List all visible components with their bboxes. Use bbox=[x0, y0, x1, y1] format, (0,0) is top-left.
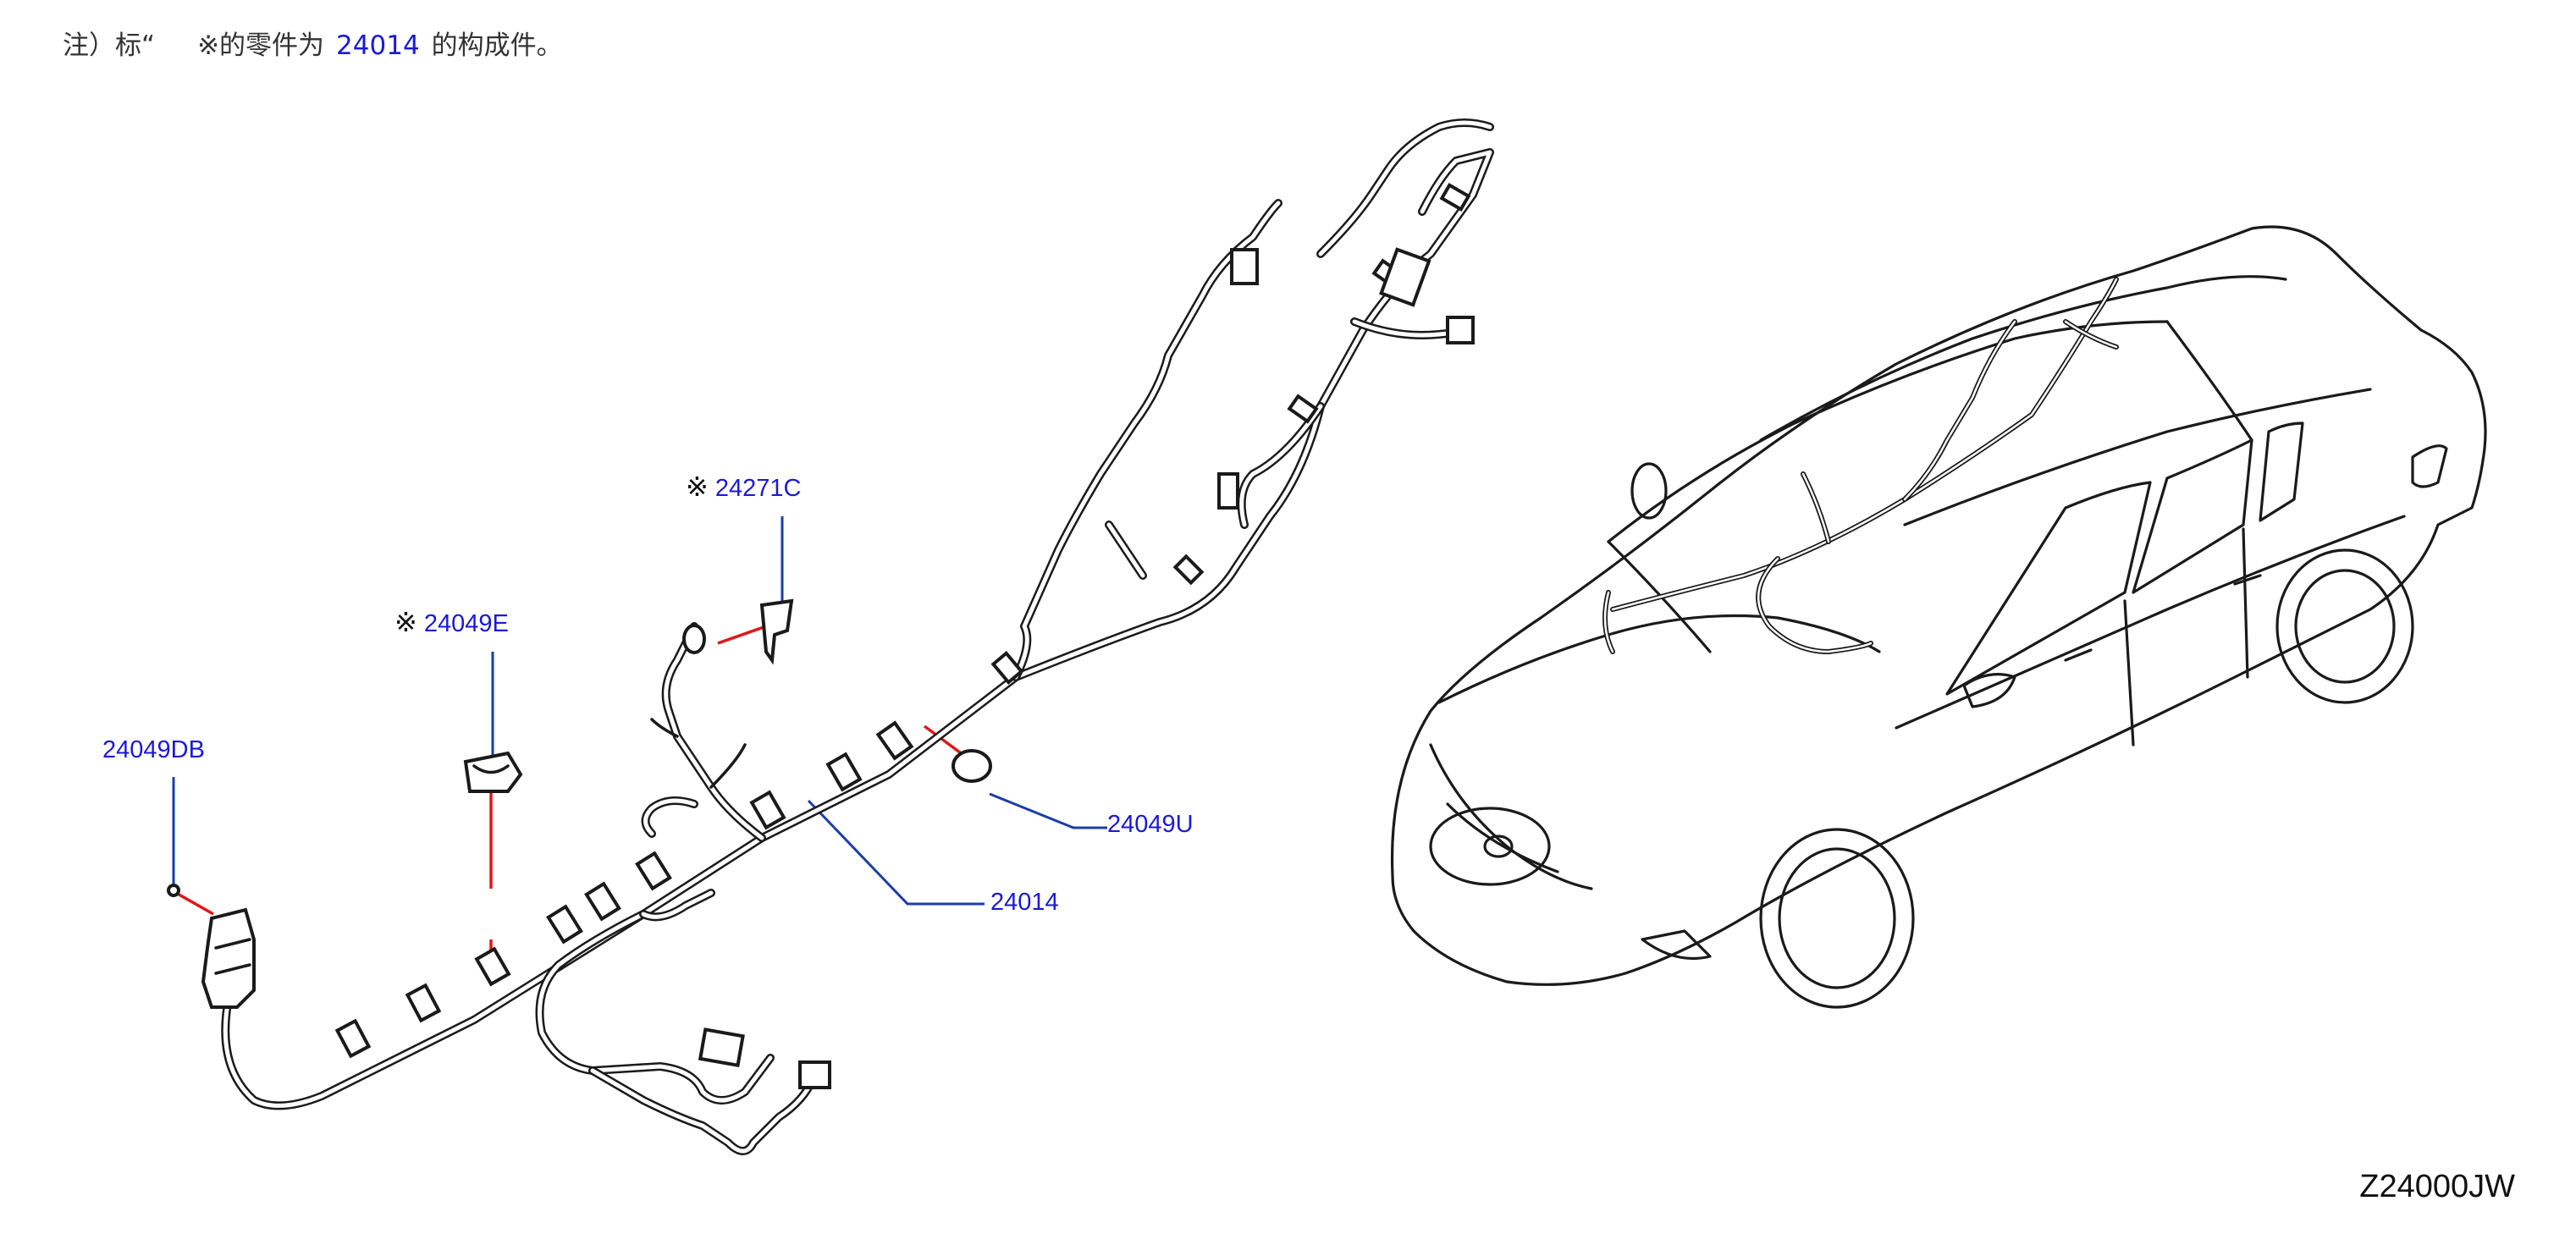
callout-24271C-star: ※ bbox=[686, 471, 709, 502]
car-harness bbox=[1602, 277, 2119, 654]
callout-24049U[interactable]: 24049U bbox=[1107, 811, 1194, 839]
callout-24014-label: 24014 bbox=[990, 889, 1059, 916]
footnote-part-number[interactable]: 24014 bbox=[336, 30, 420, 61]
footnote-prefix: 注）标“ bbox=[63, 30, 156, 61]
leader-lines bbox=[172, 516, 1107, 952]
callout-24049E-label: 24049E bbox=[423, 610, 509, 637]
leader-24049U bbox=[989, 792, 1107, 829]
callout-24049DB-label: 24049DB bbox=[102, 736, 205, 763]
main-harness[interactable] bbox=[221, 118, 1494, 1155]
callout-24049U-label: 24049U bbox=[1107, 811, 1194, 838]
part-24049E-grommet[interactable] bbox=[463, 751, 523, 793]
part-24049DB-bracket[interactable] bbox=[167, 884, 256, 1009]
callout-24014[interactable]: 24014 bbox=[990, 889, 1059, 917]
footnote-mark: ※ bbox=[197, 30, 220, 61]
callout-24049E-star: ※ bbox=[394, 607, 417, 637]
footnote-suffix: 的构成件。 bbox=[431, 30, 563, 61]
leader-24049DB-red bbox=[175, 891, 214, 916]
car-illustration bbox=[1390, 225, 2487, 1009]
callout-24049E[interactable]: ※24049E bbox=[394, 606, 509, 638]
leader-24271C-red bbox=[717, 625, 767, 645]
part-24049U-cap[interactable] bbox=[952, 749, 992, 783]
callout-24271C[interactable]: ※24271C bbox=[686, 471, 801, 503]
callout-24049DB[interactable]: 24049DB bbox=[102, 736, 205, 764]
footnote: 注）标“ ※的零件为 24014 的构成件。 bbox=[63, 24, 563, 62]
part-24271C-clip[interactable] bbox=[682, 598, 794, 665]
leader-24014 bbox=[807, 799, 985, 906]
footnote-middle: 的零件为 bbox=[219, 30, 325, 61]
callout-24271C-label: 24271C bbox=[714, 475, 802, 502]
leader-24049U-red bbox=[923, 724, 965, 757]
diagram-code: Z24000JW bbox=[2359, 1169, 2515, 1204]
